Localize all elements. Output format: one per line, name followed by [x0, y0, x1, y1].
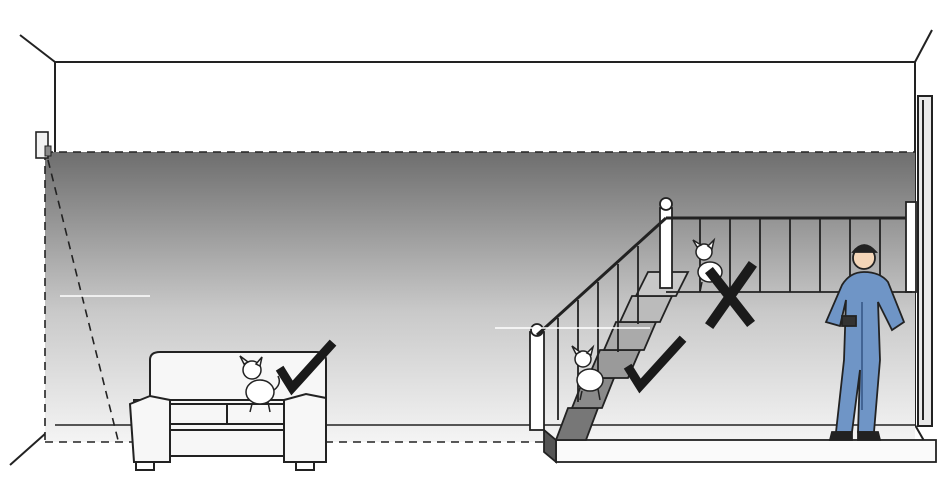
check-mark-icon: [623, 335, 687, 394]
dog-icon: [571, 344, 604, 401]
person-figure: [824, 244, 906, 441]
x-mark-icon: [704, 261, 757, 329]
check-mark-icon: [275, 339, 337, 396]
door: [917, 95, 933, 427]
dog-icon: [239, 355, 281, 413]
motion-sensor: [35, 131, 52, 159]
wall-highlights: [60, 295, 650, 329]
sofa: [128, 351, 327, 471]
